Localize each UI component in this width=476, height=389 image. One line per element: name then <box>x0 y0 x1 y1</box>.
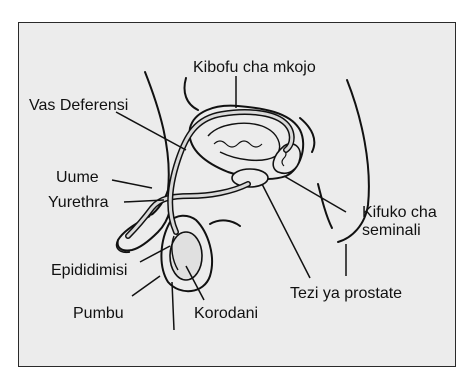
label-urethra: Yurethra <box>48 194 109 211</box>
pelvis-curve <box>185 78 199 110</box>
leader-seminal-vesicle <box>284 176 346 212</box>
thigh-outline <box>210 220 240 226</box>
label-seminal-vesicle-2: seminali <box>362 222 421 239</box>
leader-scrotum-base <box>172 282 174 330</box>
leader-vas-deferens <box>116 112 186 150</box>
leader-prostate <box>262 184 310 278</box>
label-scrotum: Pumbu <box>73 305 124 322</box>
rectum-outline <box>318 184 332 228</box>
label-testis: Korodani <box>194 305 258 322</box>
label-epididymis: Epididimisi <box>51 262 127 279</box>
label-prostate: Tezi ya prostate <box>290 285 402 302</box>
leader-penis <box>112 180 152 188</box>
testis <box>170 232 202 280</box>
scrotum <box>161 216 212 291</box>
label-bladder: Kibofu cha mkojo <box>193 59 316 76</box>
label-vas-deferens: Vas Deferensi <box>29 97 128 114</box>
abdomen-outline <box>145 72 169 216</box>
label-seminal-vesicle-1: Kifuko cha <box>362 204 437 221</box>
label-penis: Uume <box>56 169 99 186</box>
leader-scrotum <box>132 276 160 296</box>
